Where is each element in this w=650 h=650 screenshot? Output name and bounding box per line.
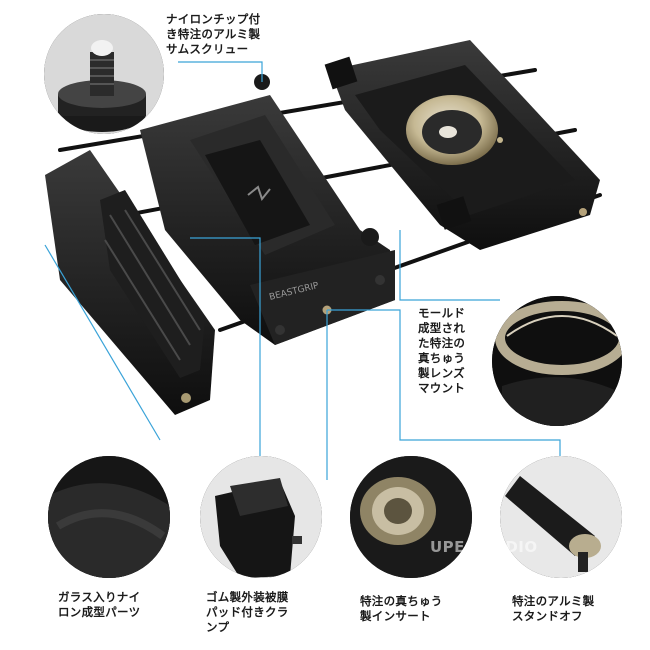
leader-lines	[44, 61, 561, 480]
detail-standoff	[500, 456, 622, 578]
leader-handle-bracket	[44, 244, 161, 441]
label-thumb-screw: ナイロンチップ付 き特注のアルミ製 サムスクリュー	[166, 12, 261, 56]
leader-thumb-screw	[178, 61, 263, 82]
label-standoff: 特注のアルミ製 スタンドオフ	[512, 594, 595, 623]
label-brass-insert: 特注の真ちゅう 製インサート	[360, 594, 443, 623]
detail-lens-mount	[492, 296, 622, 426]
leader-lens-mount	[399, 230, 500, 301]
detail-rubber-pad	[200, 456, 322, 578]
detail-thumb-screw	[44, 14, 164, 134]
center-clamp: BEASTGRIP	[140, 74, 395, 345]
detail-glass-nylon	[48, 456, 170, 578]
label-rubber-pad: ゴム製外装被膜 パッド付きクラ ンプ	[206, 590, 289, 634]
watermark: UPE STUDIO	[430, 538, 538, 556]
leader-rubber-pad	[190, 237, 261, 470]
label-glass-nylon: ガラス入りナイ ロン成型パーツ	[58, 590, 141, 619]
detail-brass-insert	[350, 456, 472, 578]
nylon-handle	[45, 150, 215, 415]
label-lens-mount: モールド 成型され た特注の 真ちゅう 製レンズ マウント	[418, 306, 466, 395]
leader-standoff	[327, 309, 561, 480]
lens-frame	[324, 40, 600, 250]
